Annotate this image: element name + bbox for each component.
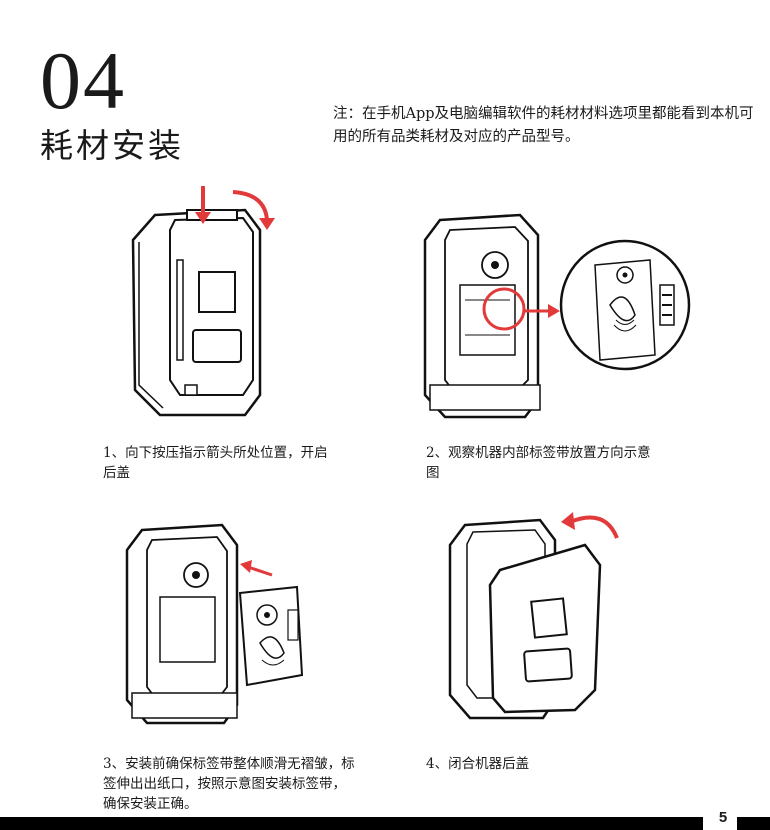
printer-device-closed [131,208,262,417]
highlight-circle [482,287,526,331]
page-number: 5 [718,809,728,826]
rotate-arrow [232,190,275,230]
section-number: 04 [40,35,126,126]
pointer-arrow [524,304,560,318]
printer-device-open [125,523,239,725]
footer-bar-right [737,817,770,830]
rotate-arrow [561,512,619,539]
back-cover-closing [488,543,602,714]
printer-device-open [423,213,541,419]
section-title: 耗材安装 [40,126,184,165]
footer-bar [0,817,703,830]
step-1-illustration [125,180,285,420]
magnified-inset [559,239,691,371]
press-down-arrow [195,186,211,224]
step-3-illustration [122,515,307,730]
label-cassette [238,585,304,687]
step-2-illustration [420,205,695,425]
step-2-caption: 2、观察机器内部标签带放置方向示意图 [426,445,651,481]
step-4-caption: 4、闭合机器后盖 [426,756,530,772]
step-3-caption: 3、安装前确保标签带整体顺滑无褶皱，标签伸出出纸口，按照示意图安装标签带，确保安… [103,756,355,812]
step-4-illustration [445,500,625,725]
step-1-caption: 1、向下按压指示箭头所处位置，开启后盖 [103,445,328,481]
note-text: 注：在手机App及电脑编辑软件的耗材材料选项里都能看到本机可用的所有品类耗材及对… [333,106,754,145]
insert-arrow [240,560,273,577]
